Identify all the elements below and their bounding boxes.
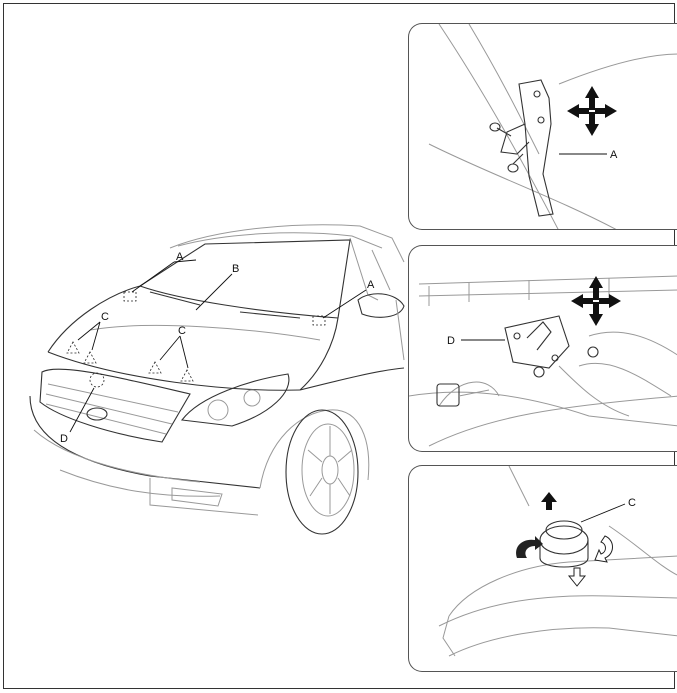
hinge-detail-panel: A — [408, 23, 677, 230]
label-d: D — [60, 433, 68, 445]
adjust-arrows-icon — [571, 276, 621, 326]
label-b: B — [232, 263, 239, 275]
adjust-arrows-icon — [567, 86, 617, 136]
label-a: A — [610, 149, 618, 161]
latch-detail-drawing: D — [409, 275, 677, 447]
bumper-mark-1 — [66, 341, 80, 354]
stopper-detail-drawing: C — [438, 466, 677, 657]
label-c: C — [628, 497, 636, 509]
label-a-left: A — [176, 251, 184, 263]
stopper-detail-panel: C — [408, 465, 677, 672]
hinge-mark-right — [312, 315, 326, 326]
label-d: D — [447, 335, 455, 347]
bumper-mark-3 — [148, 361, 162, 374]
latch-mark — [89, 372, 105, 388]
rotate-left-arrow-icon — [516, 536, 543, 558]
label-c-left: C — [101, 311, 109, 323]
bumper-mark-2 — [83, 351, 97, 364]
down-arrow-icon — [567, 567, 587, 587]
car-illustration: A B A C C D — [29, 224, 405, 535]
label-a-right: A — [367, 279, 375, 291]
rotate-right-arrow-icon — [594, 535, 613, 563]
label-c-right: C — [178, 325, 186, 337]
hinge-mark-left — [123, 291, 137, 302]
bumper-mark-4 — [180, 369, 194, 382]
hinge-detail-drawing: A — [428, 24, 677, 229]
up-arrow-icon — [541, 492, 557, 510]
latch-detail-panel: D — [408, 245, 677, 452]
